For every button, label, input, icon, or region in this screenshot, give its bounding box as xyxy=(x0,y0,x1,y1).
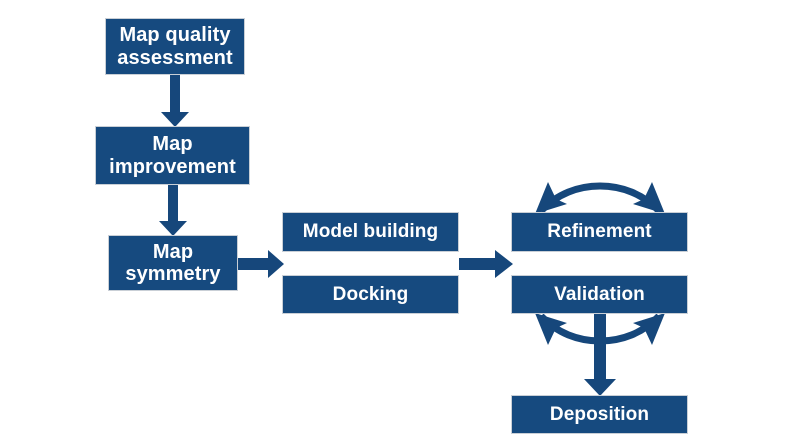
node-map-improvement[interactable]: Map improvement xyxy=(95,126,250,185)
cycle-arc-top-left-icon xyxy=(535,182,601,214)
node-map-quality-assessment[interactable]: Map quality assessment xyxy=(105,18,245,75)
arrow-quality-to-improvement-icon xyxy=(161,75,189,127)
arrow-symmetry-to-building-icon xyxy=(238,250,284,278)
node-deposition[interactable]: Deposition xyxy=(511,395,688,434)
node-validation[interactable]: Validation xyxy=(511,275,688,314)
node-label-model-building: Model building xyxy=(302,221,439,243)
node-label-deposition: Deposition xyxy=(549,403,650,425)
node-map-symmetry[interactable]: Map symmetry xyxy=(108,235,238,291)
cycle-arc-bottom-right-icon xyxy=(599,313,665,345)
arrow-building-to-refinement-icon xyxy=(459,250,513,278)
node-label-map-symmetry: Map symmetry xyxy=(125,240,221,285)
cycle-arc-bottom-left-icon xyxy=(535,313,601,345)
node-label-validation: Validation xyxy=(554,283,645,305)
node-model-building[interactable]: Model building xyxy=(282,212,459,252)
node-refinement[interactable]: Refinement xyxy=(511,212,688,252)
node-docking[interactable]: Docking xyxy=(282,275,459,314)
node-label-refinement: Refinement xyxy=(547,221,652,243)
node-label-docking: Docking xyxy=(332,283,409,305)
node-label-map-improvement: Map improvement xyxy=(109,133,236,178)
node-label-map-quality-assessment: Map quality assessment xyxy=(117,24,233,69)
cycle-arc-top-right-icon xyxy=(599,182,665,214)
arrow-cycle-to-deposition-icon xyxy=(584,314,616,396)
arrow-improvement-to-symmetry-icon xyxy=(159,185,187,236)
